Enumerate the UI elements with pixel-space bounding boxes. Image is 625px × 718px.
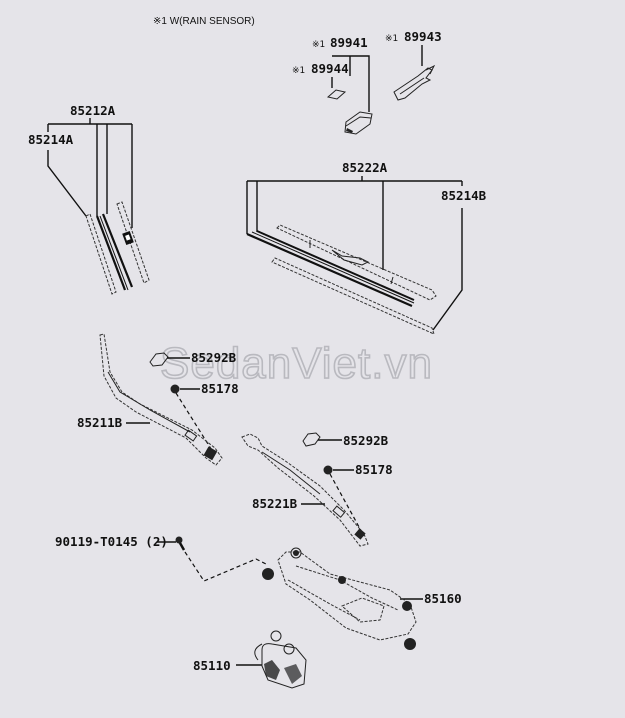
watermark: SedanViet.vn (160, 339, 433, 388)
part-group-85212A[interactable]: 85212A (48, 103, 133, 228)
leader-line (184, 551, 269, 582)
part-group-85178-passenger[interactable]: 85178 (323, 462, 393, 537)
part-label-85211B[interactable]: 85211B (77, 415, 123, 430)
part-label-85292B[interactable]: 85292B (343, 433, 389, 448)
part-group-85214B[interactable]: 85214B (432, 181, 487, 331)
part-label-85292B[interactable]: 85292B (191, 350, 237, 365)
note-mark: ※1 (385, 34, 398, 44)
nut-icon (170, 384, 180, 394)
note-mark: ※1 (312, 40, 325, 50)
leader-line (432, 208, 463, 331)
part-label-85160[interactable]: 85160 (424, 591, 462, 606)
part-group-85178-driver[interactable]: 85178 (170, 381, 239, 453)
rain-sensor-note: ※1 W(RAIN SENSOR) (153, 16, 255, 27)
leader-line (332, 55, 370, 112)
part-label-85110[interactable]: 85110 (193, 658, 231, 673)
nut-icon (323, 465, 333, 475)
part-group-85160[interactable]: 85160 (262, 547, 462, 650)
part-group-89943[interactable]: ※1 89943 (385, 29, 442, 101)
leader-line (47, 150, 87, 217)
rain-sensor-icon (344, 111, 373, 135)
part-group-85221B[interactable]: 85221B (241, 433, 369, 547)
part-label-85178[interactable]: 85178 (201, 381, 239, 396)
note-mark: ※1 (292, 66, 305, 76)
part-label-89944[interactable]: 89944 (311, 61, 349, 76)
part-group-85222A[interactable]: 85222A (246, 160, 462, 270)
arm-cap-icon (302, 432, 321, 447)
driver-wiper-arm-icon (99, 333, 223, 466)
part-group-85292B-driver[interactable]: 85292B (149, 350, 237, 367)
part-group-85211B[interactable]: 85211B (77, 333, 223, 466)
leader-line (175, 392, 214, 453)
passenger-wiper-arm-icon (241, 433, 369, 547)
driver-wiper-blade-icon (85, 201, 150, 295)
leader-line (329, 473, 365, 537)
part-label-85221B[interactable]: 85221B (252, 496, 298, 511)
wiper-motor-icon (254, 630, 307, 689)
part-group-90119[interactable]: 90119-T0145 (2) (55, 534, 269, 582)
bolt-icon (175, 536, 186, 551)
part-label-89943[interactable]: 89943 (404, 29, 442, 44)
sensor-pad-icon (326, 89, 347, 100)
part-group-89944[interactable]: ※1 89944 (292, 61, 349, 100)
wiper-linkage-icon (262, 547, 417, 650)
sensor-cover-icon (393, 64, 436, 101)
part-group-85110[interactable]: 85110 (193, 630, 307, 689)
part-label-85214A[interactable]: 85214A (28, 132, 74, 147)
part-label-85212A[interactable]: 85212A (70, 103, 116, 118)
part-label-85178[interactable]: 85178 (355, 462, 393, 477)
part-label-90119[interactable]: 90119-T0145 (2) (55, 534, 168, 549)
arm-cap-icon (149, 352, 169, 367)
passenger-wiper-blade-icon (246, 224, 437, 335)
part-label-85222A[interactable]: 85222A (342, 160, 388, 175)
part-group-85292B-passenger[interactable]: 85292B (302, 432, 389, 448)
part-label-85214B[interactable]: 85214B (441, 188, 487, 203)
part-group-89941[interactable]: ※1 89941 (312, 35, 373, 135)
part-group-85214A[interactable]: 85214A (28, 124, 87, 217)
part-label-89941[interactable]: 89941 (330, 35, 368, 50)
